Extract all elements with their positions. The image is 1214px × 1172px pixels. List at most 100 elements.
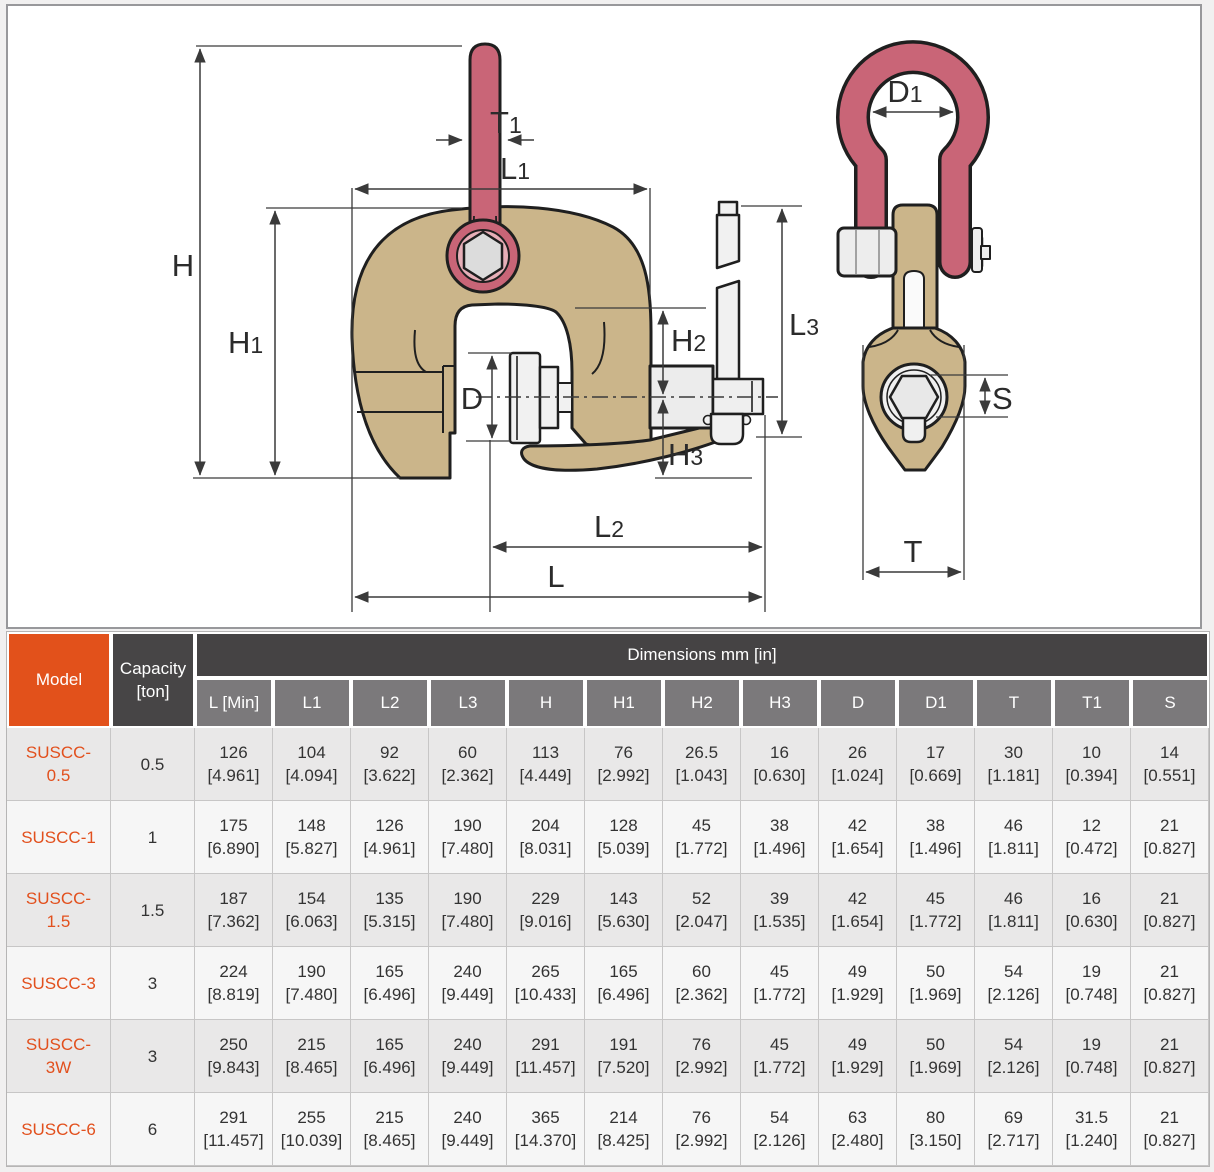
value-cell: 26[1.024] [819,728,897,801]
capacity-cell: 3 [111,1020,195,1093]
value-cell: 204[8.031] [507,801,585,874]
label-L2: L2 [594,509,624,544]
column-header: L3 [429,678,507,728]
value-cell: 80[3.150] [897,1093,975,1166]
column-header: H2 [663,678,741,728]
value-cell: 165[6.496] [351,947,429,1020]
value-cell: 52[2.047] [663,874,741,947]
value-cell: 126[4.961] [195,728,273,801]
value-cell: 54[2.126] [975,947,1053,1020]
value-cell: 148[5.827] [273,801,351,874]
column-header: S [1131,678,1209,728]
dimensions-band-header: Dimensions mm [in] [195,632,1209,678]
value-cell: 14[0.551] [1131,728,1209,801]
value-cell: 76[2.992] [663,1093,741,1166]
value-cell: 143[5.630] [585,874,663,947]
handle-rod-upper [715,213,741,270]
column-header: H1 [585,678,663,728]
value-cell: 250[9.843] [195,1020,273,1093]
spec-table-container: Model Capacity [ton] Dimensions mm [in] … [6,631,1210,1167]
value-cell: 46[1.811] [975,874,1053,947]
value-cell: 190[7.480] [273,947,351,1020]
value-cell: 19[0.748] [1053,1020,1131,1093]
value-cell: 26.5[1.043] [663,728,741,801]
capacity-cell: 1 [111,801,195,874]
value-cell: 92[3.622] [351,728,429,801]
capacity-cell: 1.5 [111,874,195,947]
value-cell: 49[1.929] [819,1020,897,1093]
value-cell: 21[0.827] [1131,1093,1209,1166]
value-cell: 38[1.496] [741,801,819,874]
capacity-label-line1: Capacity [119,659,187,678]
shackle [839,43,987,276]
handle-knob [709,412,745,446]
value-cell: 190[7.480] [429,874,507,947]
label-D: D [461,381,483,416]
value-cell: 60[2.362] [429,728,507,801]
value-cell: 16[0.630] [741,728,819,801]
side-view [836,40,991,472]
eye-hex-nut [462,230,504,282]
clamp-body [350,205,653,480]
label-L3: L3 [789,307,819,342]
label-L: L [547,559,564,594]
value-cell: 240[9.449] [429,1093,507,1166]
value-cell: 265[10.433] [507,947,585,1020]
value-cell: 291[11.457] [195,1093,273,1166]
swivel-pad [508,351,542,445]
value-cell: 42[1.654] [819,801,897,874]
capacity-label-line2: [ton] [136,682,170,701]
value-cell: 50[1.969] [897,947,975,1020]
value-cell: 113[4.449] [507,728,585,801]
value-cell: 104[4.094] [273,728,351,801]
model-cell: SUSCC-0.5 [7,728,111,801]
column-header: T [975,678,1053,728]
value-cell: 21[0.827] [1131,801,1209,874]
value-cell: 17[0.669] [897,728,975,801]
capacity-cell: 6 [111,1093,195,1166]
model-cell: SUSCC-3W [7,1020,111,1093]
value-cell: 10[0.394] [1053,728,1131,801]
value-cell: 190[7.480] [429,801,507,874]
value-cell: 365[14.370] [507,1093,585,1166]
value-cell: 255[10.039] [273,1093,351,1166]
value-cell: 291[11.457] [507,1020,585,1093]
value-cell: 30[1.181] [975,728,1053,801]
value-cell: 165[6.496] [351,1020,429,1093]
column-header: L1 [273,678,351,728]
model-cell: SUSCC-1 [7,801,111,874]
value-cell: 165[6.496] [585,947,663,1020]
body-detail-lines [356,321,606,433]
value-cell: 128[5.039] [585,801,663,874]
clamp-technical-drawing: H H1 T1 L1 L3 H2 H3 D L2 L D1 S T [172,40,1013,612]
value-cell: 76[2.992] [663,1020,741,1093]
value-cell: 19[0.748] [1053,947,1131,1020]
value-cell: 76[2.992] [585,728,663,801]
value-cell: 54[2.126] [741,1093,819,1166]
dimensions-table: Model Capacity [ton] Dimensions mm [in] … [6,631,1210,1167]
value-cell: 240[9.449] [429,947,507,1020]
capacity-column-header: Capacity [ton] [111,632,195,728]
label-T: T [904,534,923,569]
value-cell: 240[9.449] [429,1020,507,1093]
value-cell: 126[4.961] [351,801,429,874]
value-cell: 21[0.827] [1131,1020,1209,1093]
column-header: D [819,678,897,728]
handle-rod-lower [715,279,741,381]
value-cell: 45[1.772] [897,874,975,947]
shield-detail [868,329,960,348]
value-cell: 187[7.362] [195,874,273,947]
label-L1: L1 [500,151,530,186]
column-header: L [Min] [195,678,273,728]
value-cell: 229[9.016] [507,874,585,947]
clamp-hook-jaw [520,417,738,472]
value-cell: 21[0.827] [1131,947,1209,1020]
front-view [350,42,765,480]
value-cell: 42[1.654] [819,874,897,947]
value-cell: 31.5[1.240] [1053,1093,1131,1166]
capacity-cell: 0.5 [111,728,195,801]
